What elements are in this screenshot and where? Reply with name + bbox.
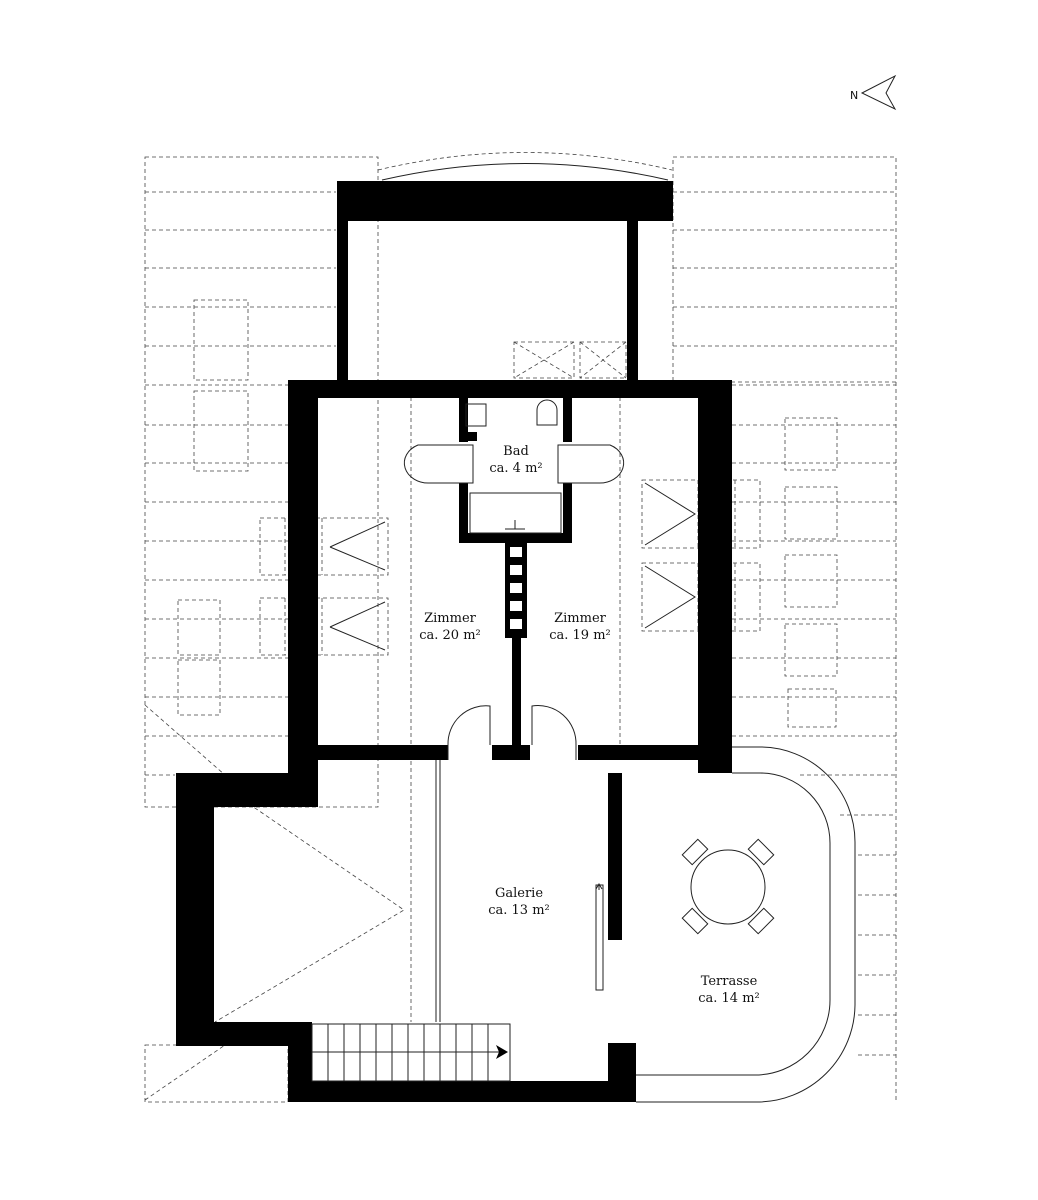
- room-name: Bad: [503, 444, 529, 459]
- ladder: [510, 547, 522, 629]
- stairs: [311, 1023, 511, 1082]
- room-name: Zimmer: [424, 611, 477, 626]
- north-arrow: N: [850, 74, 897, 111]
- room-area: ca. 20 m²: [419, 628, 481, 643]
- stair-arrow-icon: [496, 1045, 508, 1059]
- room-area: ca. 13 m²: [488, 903, 550, 918]
- walls: [176, 181, 732, 1102]
- room-area: ca. 19 m²: [549, 628, 611, 643]
- room-area: ca. 4 m²: [489, 461, 542, 476]
- room-name: Galerie: [495, 886, 543, 901]
- balcony-arc-inner: [381, 163, 669, 181]
- slope-diagonal: [213, 779, 405, 1023]
- north-arrow-icon: [860, 74, 897, 111]
- room-name: Zimmer: [554, 611, 607, 626]
- room-area: ca. 14 m²: [698, 991, 760, 1006]
- room-label-bad: Bad ca. 4 m²: [489, 444, 542, 476]
- room-label-zimmer-left: Zimmer ca. 20 m²: [419, 611, 481, 643]
- room-name: Terrasse: [701, 974, 758, 989]
- north-label: N: [850, 89, 858, 102]
- roof-outline-left: [144, 156, 379, 1103]
- room-label-galerie: Galerie ca. 13 m²: [488, 886, 550, 918]
- room-label-terrasse: Terrasse ca. 14 m²: [698, 974, 760, 1006]
- balcony-arc: [377, 152, 673, 171]
- doors: [435, 705, 604, 1022]
- terrace: [636, 746, 856, 1103]
- roof-outline-right: [672, 156, 897, 1100]
- bathroom-fixtures: [403, 399, 625, 534]
- room-label-zimmer-right: Zimmer ca. 19 m²: [549, 611, 611, 643]
- chair-icon: [681, 838, 775, 935]
